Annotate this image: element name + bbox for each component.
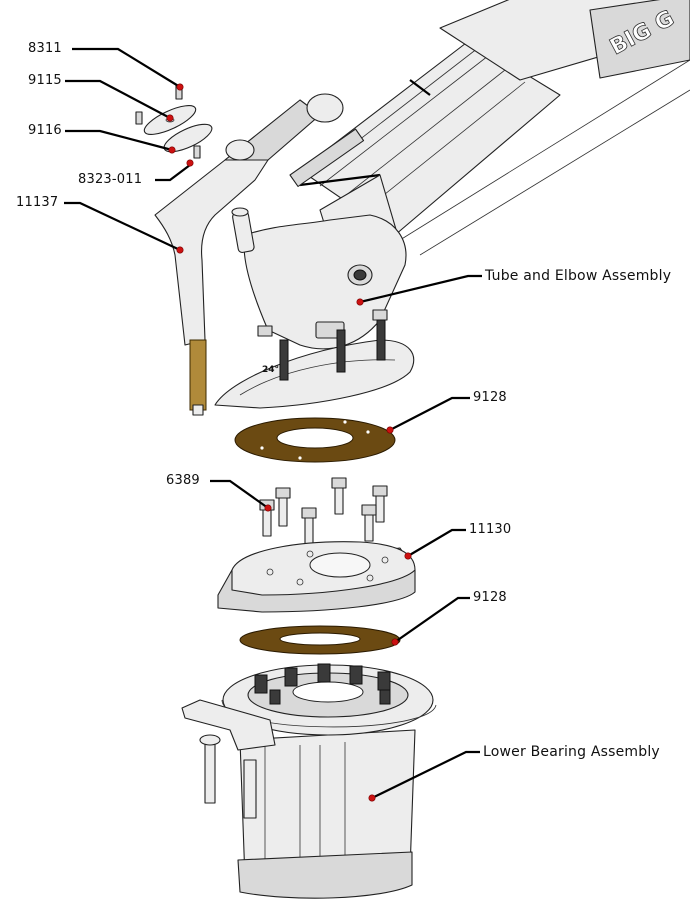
callout-11130: 11130: [469, 522, 512, 537]
callout-9128-lower: 9128: [473, 590, 507, 605]
callout-8323-011: 8323-011: [78, 172, 143, 187]
callout-9116: 9116: [28, 123, 62, 138]
big-gun-barrel: BIG G: [289, 0, 690, 291]
springs: [254, 663, 391, 705]
callout-9128-upper: 9128: [473, 390, 507, 405]
gasket-9128-upper: [234, 417, 396, 463]
leader-lines: [64, 47, 482, 802]
adapter-11130: [217, 541, 416, 613]
callout-6389: 6389: [166, 473, 200, 488]
callout-tube-and-elbow: Tube and Elbow Assembly: [485, 268, 672, 284]
callout-lower-bearing: Lower Bearing Assembly: [483, 744, 660, 760]
bolts-6389: [259, 477, 388, 545]
angle-marking: 24°: [262, 365, 279, 375]
lower-bearing-assembly: [181, 663, 437, 899]
pin-8323: [193, 145, 201, 159]
arm-11137: [154, 93, 344, 416]
callout-9115: 9115: [28, 73, 62, 88]
callout-11137: 11137: [16, 195, 59, 210]
callout-8311: 8311: [28, 41, 62, 56]
gasket-9128-lower: [239, 625, 401, 655]
flange-bolt: [257, 309, 388, 381]
elbow-housing: 24°: [214, 207, 415, 409]
